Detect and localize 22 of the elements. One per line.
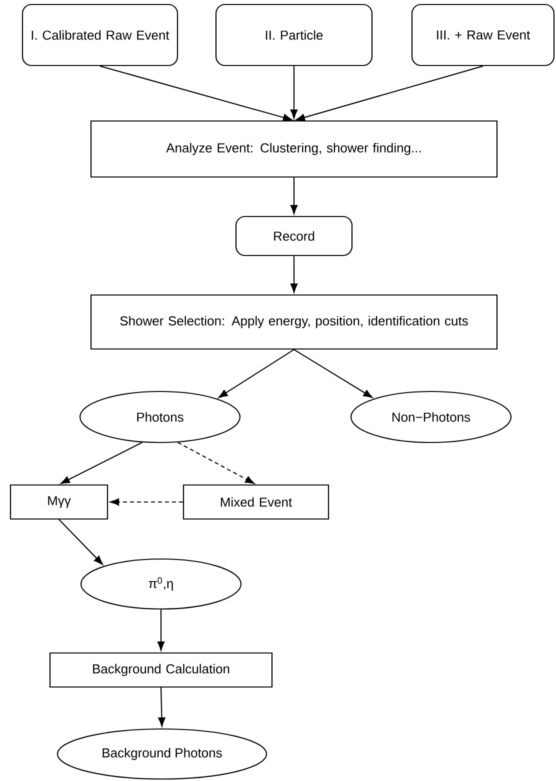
arrow: [218, 349, 294, 398]
arrow: [58, 519, 103, 565]
arrow: [157, 610, 165, 651]
process-box: Mγγ: [10, 484, 108, 520]
arrow: [290, 66, 298, 119]
arrow: [100, 66, 292, 122]
arrow: [294, 349, 373, 398]
arrow: [290, 256, 298, 293]
input-box: III. + Raw Event: [411, 4, 555, 66]
record-box: Record: [235, 216, 353, 256]
input-box: II. Particle: [215, 4, 373, 66]
process-box: Mixed Event: [182, 484, 330, 520]
arrow: [178, 442, 254, 484]
process-box: Analyze Event: Clustering, shower finding...: [90, 120, 498, 178]
process-box: Background Calculation: [49, 652, 273, 688]
arrow: [296, 66, 484, 122]
arrow: [290, 178, 298, 214]
process-box: Shower Selection: Apply energy, position, identification cuts: [90, 294, 498, 350]
arrow: [110, 498, 183, 506]
arrow: [158, 688, 166, 727]
arrow: [60, 442, 142, 484]
input-box: I. Calibrated Raw Event: [22, 4, 178, 66]
